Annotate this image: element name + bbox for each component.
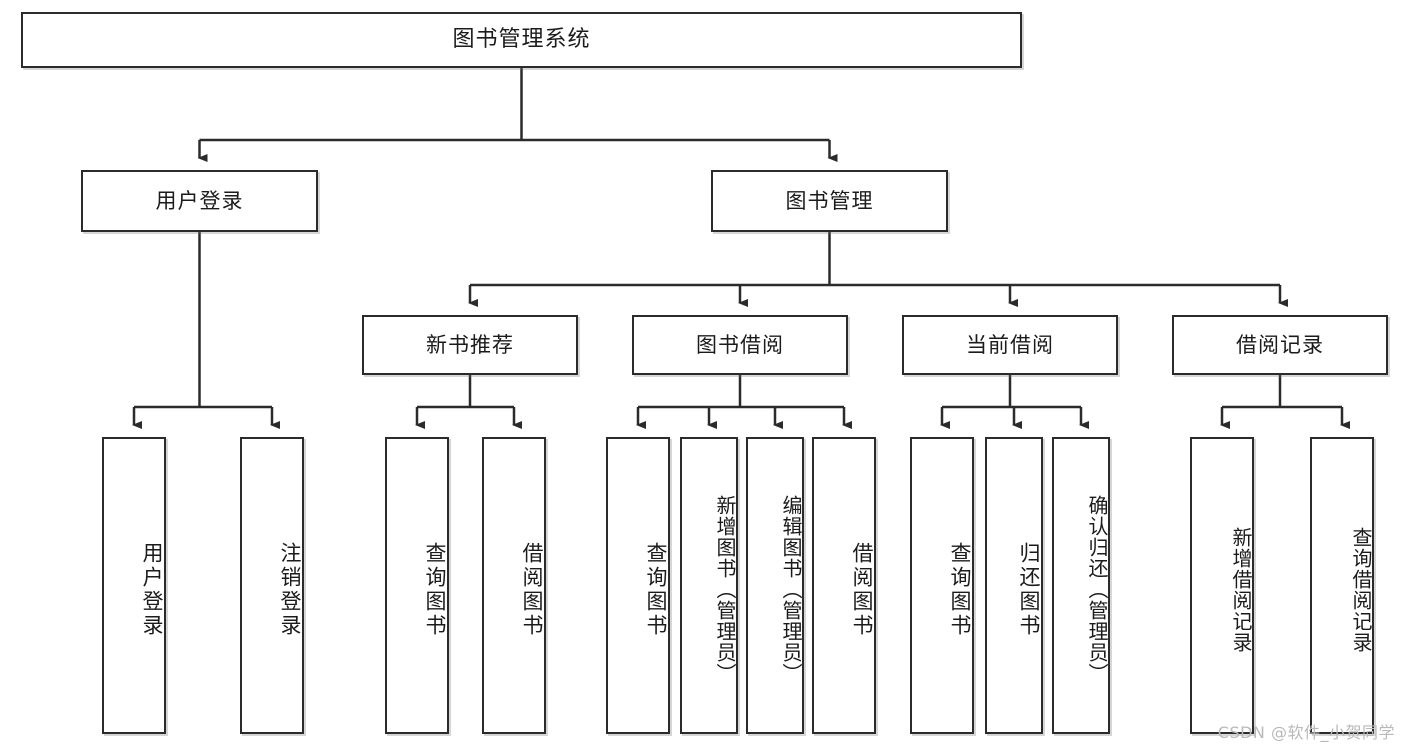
node-current[interactable]: 当前借阅 (902, 315, 1118, 375)
node-label: 新增借阅记录 (1229, 526, 1253, 653)
node-l11[interactable]: 确认归还（管理员） (1052, 437, 1110, 734)
node-label: 注销登录 (278, 541, 302, 638)
connector-bus-root (199, 68, 830, 142)
node-l10[interactable]: 归还图书 (985, 437, 1043, 734)
node-label: 用户登录 (155, 188, 244, 213)
node-label: 新增图书（管理员） (713, 495, 737, 684)
node-label: 当前借阅 (966, 332, 1054, 357)
node-records[interactable]: 借阅记录 (1172, 315, 1388, 375)
node-borrow[interactable]: 图书借阅 (632, 315, 848, 375)
node-l5[interactable]: 查询图书 (606, 437, 670, 734)
node-label: 确认归还（管理员） (1085, 495, 1109, 684)
node-label: 图书管理 (785, 188, 874, 213)
node-label: 图书管理系统 (452, 27, 591, 53)
node-newbook[interactable]: 新书推荐 (362, 315, 578, 375)
watermark: CSDN @软件_小贺同学 (1217, 723, 1395, 742)
node-label: 图书借阅 (696, 332, 784, 357)
node-root[interactable]: 图书管理系统 (21, 12, 1022, 68)
connector-bus-records (1222, 375, 1342, 409)
connector-bus-borrow (638, 375, 844, 409)
connector-bus-newbook (417, 375, 514, 409)
connector-bus-current (942, 375, 1081, 409)
connector-bus-login (134, 232, 272, 409)
node-label: 借阅图书 (850, 541, 874, 638)
node-bookmgmt[interactable]: 图书管理 (711, 170, 948, 232)
node-l2[interactable]: 注销登录 (240, 437, 304, 734)
node-label: 新书推荐 (426, 332, 514, 357)
node-l3[interactable]: 查询图书 (385, 437, 449, 734)
node-label: 借阅图书 (520, 541, 544, 638)
node-l9[interactable]: 查询图书 (910, 437, 974, 734)
node-login[interactable]: 用户登录 (81, 170, 318, 232)
node-l6[interactable]: 新增图书（管理员） (680, 437, 738, 734)
node-l13[interactable]: 查询借阅记录 (1310, 437, 1374, 734)
node-label: 查询图书 (644, 541, 668, 638)
node-l8[interactable]: 借阅图书 (812, 437, 876, 734)
node-label: 查询图书 (423, 541, 447, 638)
node-label: 编辑图书（管理员） (779, 495, 803, 684)
node-l12[interactable]: 新增借阅记录 (1190, 437, 1254, 734)
node-label: 用户登录 (140, 541, 164, 638)
node-l4[interactable]: 借阅图书 (482, 437, 546, 734)
node-label: 借阅记录 (1236, 332, 1324, 357)
node-label: 查询借阅记录 (1349, 526, 1373, 653)
connector-bus-bookmgmt (470, 232, 1280, 287)
node-l1[interactable]: 用户登录 (102, 437, 166, 734)
node-label: 查询图书 (948, 541, 972, 638)
node-label: 归还图书 (1017, 541, 1041, 638)
node-l7[interactable]: 编辑图书（管理员） (746, 437, 804, 734)
